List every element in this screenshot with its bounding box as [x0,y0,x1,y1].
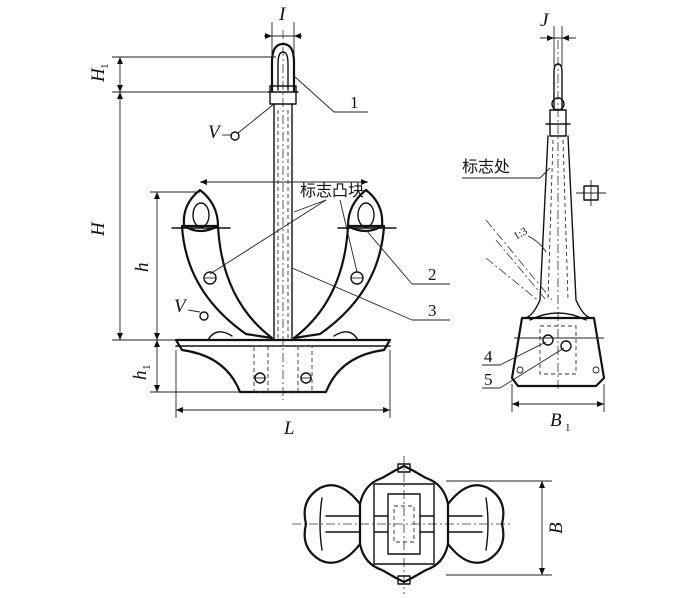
dim-L: L [283,418,295,439]
callout-2: 2 [428,265,437,284]
anchor-arm-right [292,224,386,340]
note-mark-place: 标志处 [462,157,510,176]
plan-view: B [292,456,567,594]
dim-h1-subscript: 1 [141,365,153,371]
dim-H1-subscript: 1 [99,64,111,70]
dim-h1: h [130,371,151,381]
callout-1: 1 [350,93,359,112]
anchor-crown [174,338,392,394]
dim-H: H [88,221,109,237]
dim-B1: B [550,410,562,431]
side-view: 1:3 J B 1 标志处 4 5 [462,10,606,434]
callout-4: 4 [484,347,493,366]
shackle [270,42,296,92]
plan-fluke-left [303,484,361,564]
side-crown [510,316,606,388]
dim-h: h [132,263,153,273]
dim-B: B [546,522,567,534]
note-mark-boss: 标志凸块 [300,181,364,200]
roughness-symbol-V-top: V [208,122,222,143]
dim-H1: H [88,67,109,83]
fluke-tip-right [346,188,384,233]
dim-B1-subscript: 1 [565,422,571,434]
callout-5: 5 [484,370,493,389]
dim-J: J [540,10,550,31]
callout-3: 3 [428,301,437,320]
roughness-symbol-V-bottom: V [174,296,188,317]
side-shackle [553,63,563,111]
dim-I: I [278,4,287,25]
angle-label: 1:3 [512,225,531,243]
fluke-tip-left [182,188,220,233]
plan-crown [358,464,450,584]
plan-fluke-right [447,484,505,564]
anchor-arm-left [180,224,274,340]
front-view: I H 1 H h h 1 [88,4,450,439]
